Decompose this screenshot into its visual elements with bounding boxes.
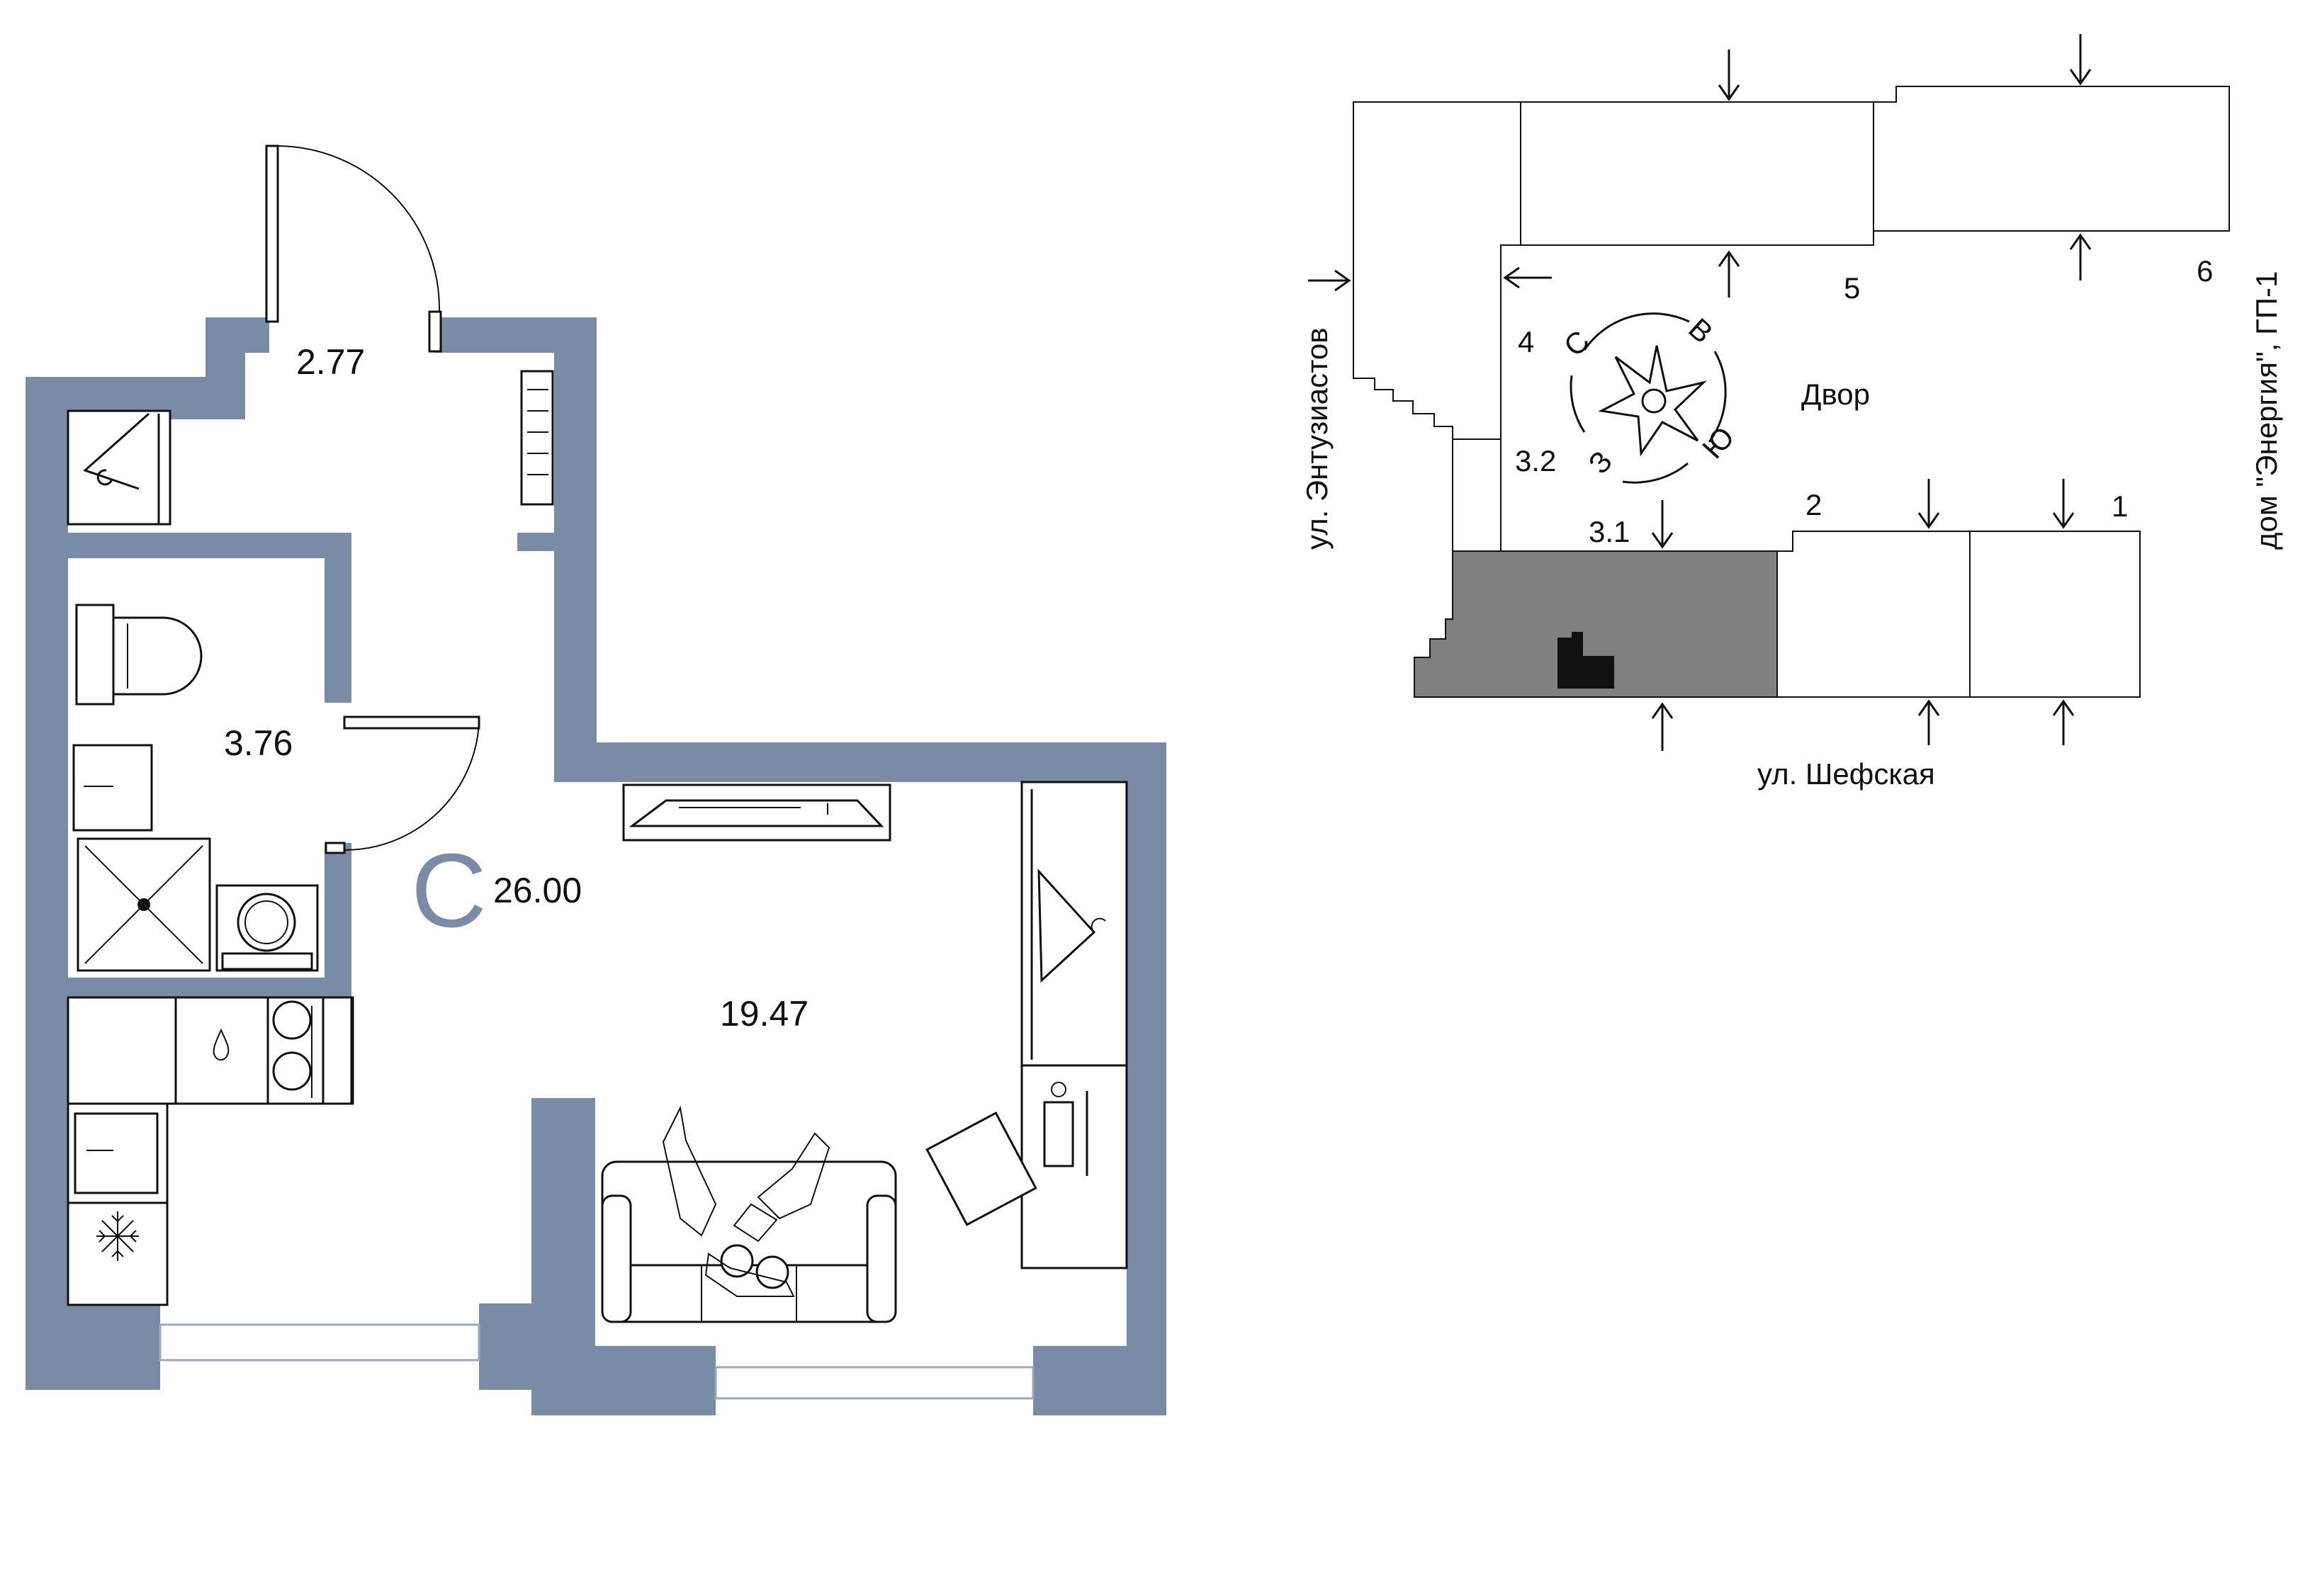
street-label-bottom: ул. Шефская [1757,757,1935,791]
room-area-living-room: 19.47 [720,994,809,1034]
tv-stand [622,783,891,842]
section-label-3-2: 3.2 [1515,444,1557,477]
bathroom-door[interactable] [325,715,480,854]
neighbor-building-label: дом "Энергия", ГП-1 [2250,271,2283,550]
sofa [601,1105,897,1323]
radiator [520,370,554,506]
section-label-1: 1 [2112,489,2129,523]
desk [925,1064,1128,1269]
section-label-3-1: 3.1 [1589,515,1630,548]
entrance-arrows [1308,34,2092,751]
exterior-walls [26,317,1166,1415]
yard-label: Двор [1801,378,1871,411]
kitchen-counter [67,996,354,1306]
room-area-hallway: 2.77 [296,342,366,382]
section-label-2: 2 [1805,488,1822,521]
windows [159,1323,1035,1400]
hallway-wardrobe [67,409,171,526]
shower-tray [77,837,211,972]
snowflake-icon [96,1211,139,1261]
section-label-4: 4 [1518,325,1535,358]
total-area: 26.00 [493,871,582,910]
street-label-left: ул. Энтузиастов [1300,327,1334,550]
compass-rose [1570,312,1727,484]
section-label-5: 5 [1844,271,1861,305]
washing-machine [215,884,319,972]
section-label-6: 6 [2197,254,2214,288]
room-area-bathroom: 3.76 [224,723,293,763]
site-plan-outlines [1353,86,2230,698]
bathroom-sink [72,744,153,832]
toilet [75,604,203,706]
apartment-type: С [411,832,487,949]
living-wardrobe [1020,781,1128,1067]
entrance-door[interactable] [265,145,442,353]
